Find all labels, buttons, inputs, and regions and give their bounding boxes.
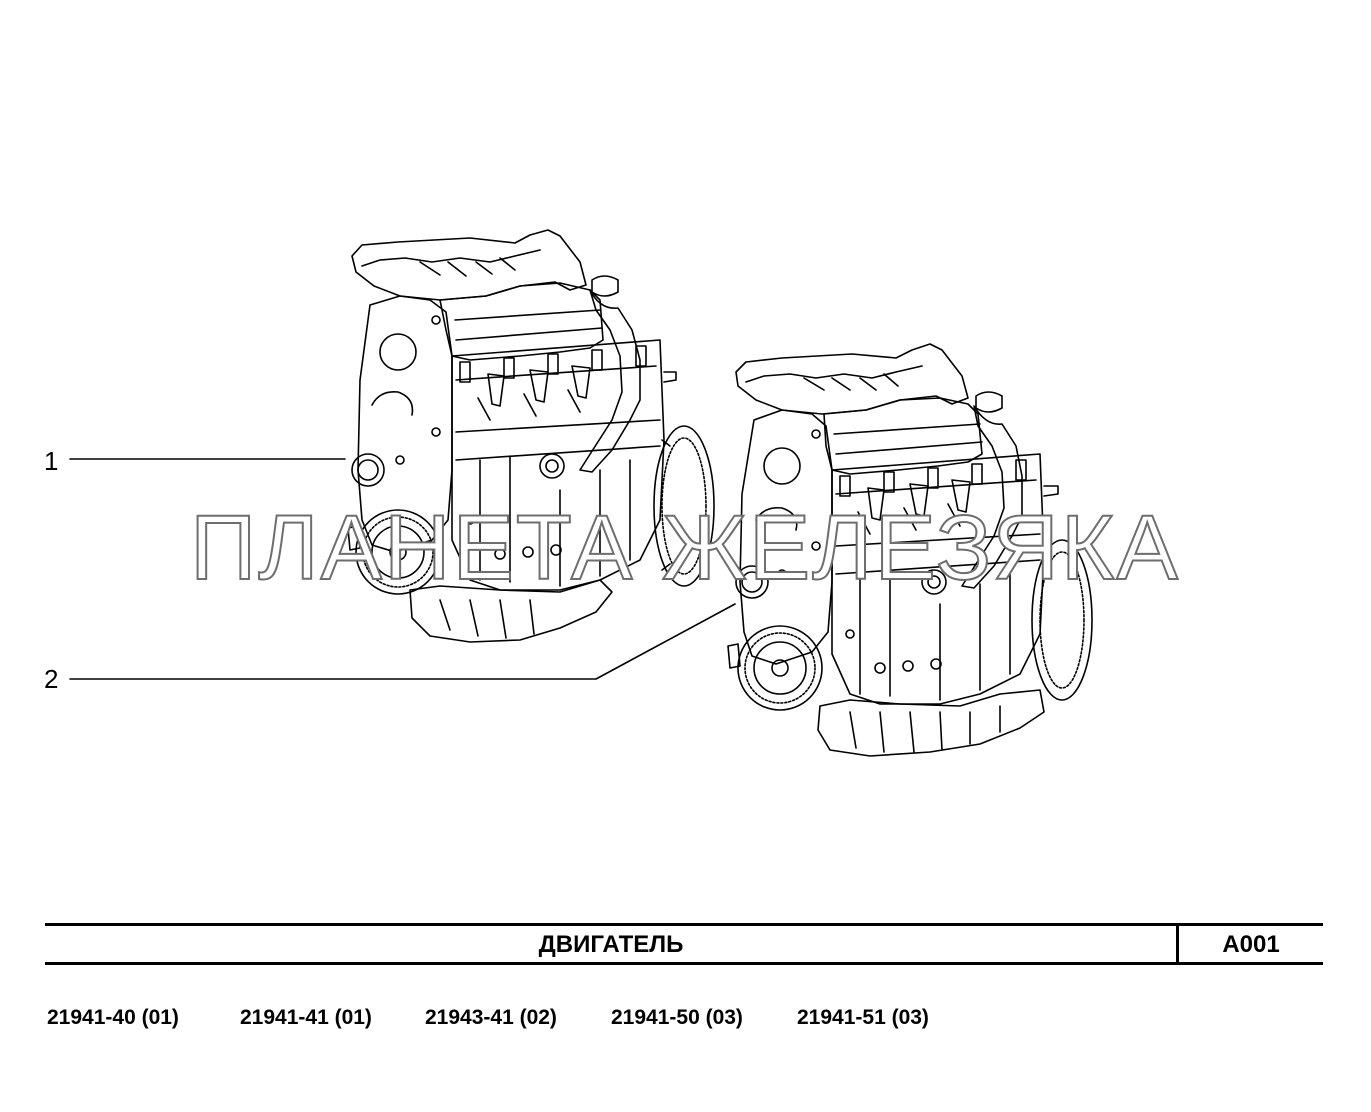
inspection-plug <box>351 453 385 487</box>
flywheel-2 <box>1031 539 1093 701</box>
callout-number-1: 1 <box>44 446 59 476</box>
model-code: 21941-41 (01) <box>240 1006 372 1029</box>
crank-pulley-2 <box>737 625 823 711</box>
spark-plugs <box>477 365 591 421</box>
flywheel <box>653 425 715 587</box>
title-block: ДВИГАТЕЛЬ A001 <box>45 923 1323 965</box>
callout-number-2: 2 <box>44 664 59 694</box>
model-code: 21941-40 (01) <box>47 1006 179 1029</box>
model-code: 21943-41 (02) <box>425 1006 557 1029</box>
title-divider <box>1176 926 1179 962</box>
crank-pulley <box>355 509 441 595</box>
spark-plugs-2 <box>857 479 971 535</box>
engine-right <box>727 343 1093 757</box>
oil-pan-2 <box>817 689 1045 757</box>
cylinder-block-2 <box>831 453 1045 705</box>
page-code: A001 <box>1222 931 1280 958</box>
oil-pan <box>409 579 613 643</box>
oil-filler-2 <box>975 391 1003 413</box>
page-title: ДВИГАТЕЛЬ <box>538 931 684 958</box>
intake-manifold-2 <box>735 343 969 415</box>
cam-cover-2 <box>823 397 983 475</box>
model-code: 21941-50 (03) <box>611 1006 743 1029</box>
leader-lines <box>69 458 736 680</box>
cam-cover <box>439 282 604 361</box>
timing-cover-2 <box>739 409 833 665</box>
oil-filler <box>591 275 619 297</box>
engine-left <box>347 229 715 643</box>
timing-cover <box>357 295 453 553</box>
intake-manifold <box>351 229 587 301</box>
model-code: 21941-51 (03) <box>797 1006 929 1029</box>
leader-line-2 <box>69 603 736 680</box>
